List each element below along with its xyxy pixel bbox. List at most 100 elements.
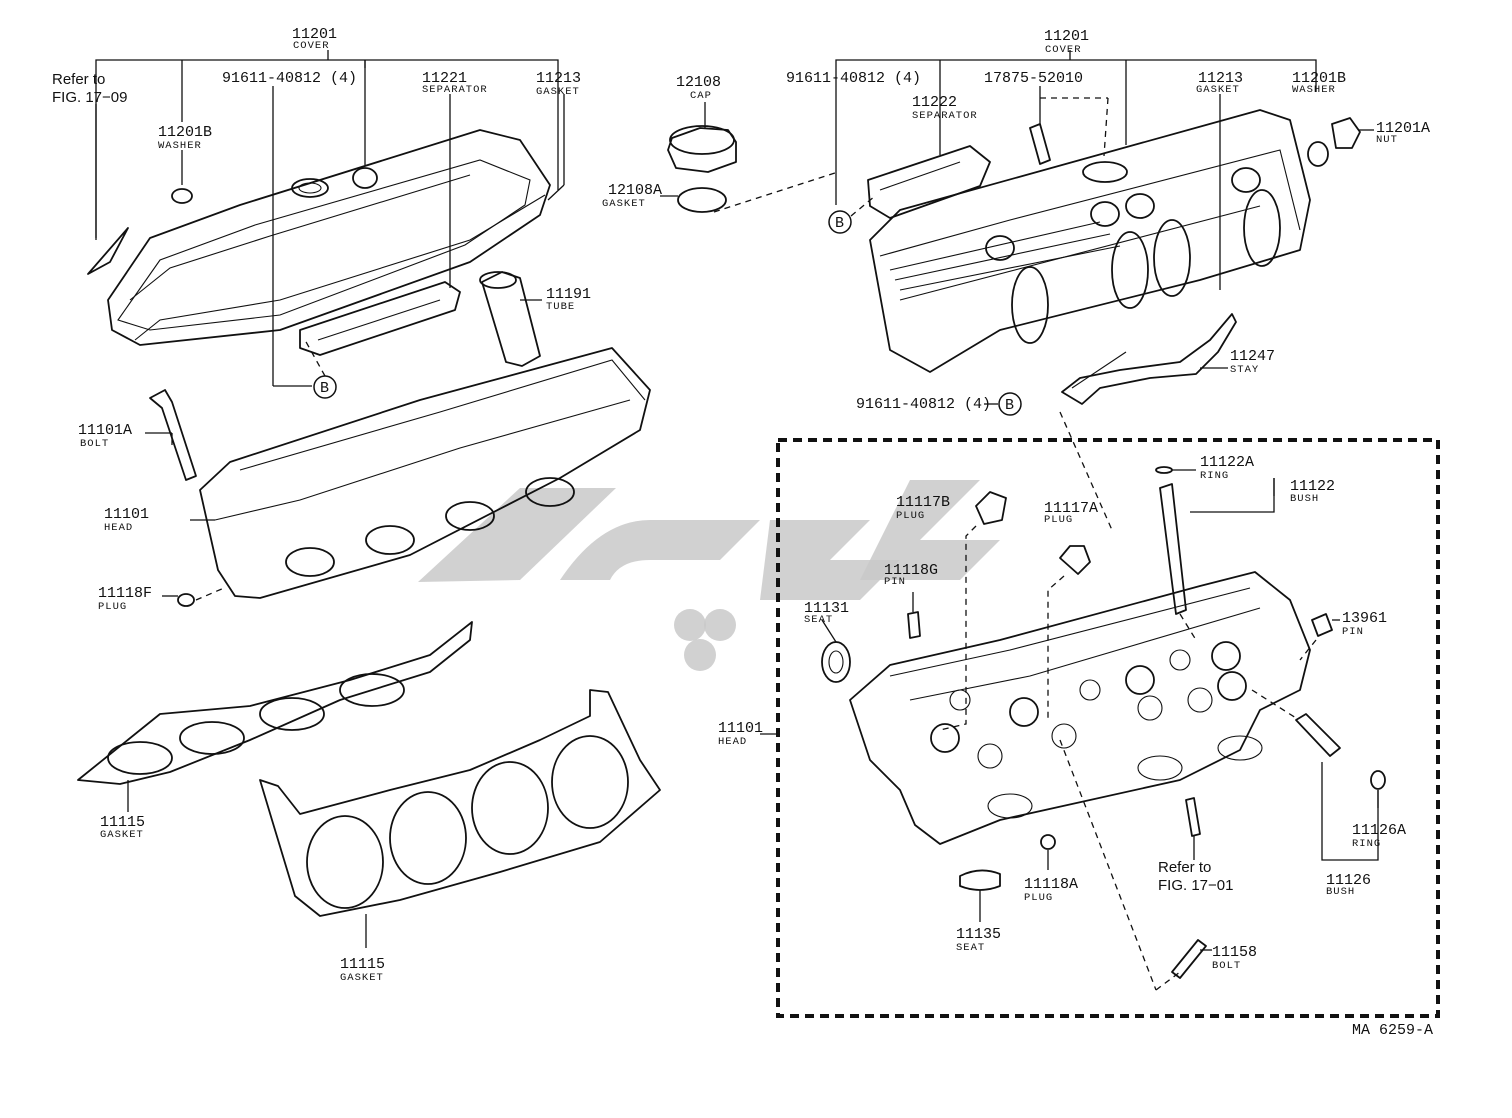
label-num: 17875-52010 — [984, 70, 1083, 87]
label-name: GASKET — [602, 198, 646, 210]
label-num: 11201B — [158, 124, 212, 141]
label-num: 11122A — [1200, 454, 1254, 471]
b-marker: B — [1005, 397, 1014, 414]
head-gasket-a — [77, 621, 473, 785]
valve-cover-left — [107, 129, 551, 346]
plug-11117a — [1059, 545, 1091, 575]
label-num: 91611-40812 (4) — [856, 396, 991, 413]
label-num: 11158 — [1212, 944, 1257, 961]
label-num: 12108A — [608, 182, 662, 199]
label-name: COVER — [293, 40, 330, 52]
label-name: PLUG — [1044, 514, 1073, 526]
labels: 11201 COVER Refer to FIG. 17−09 91611-40… — [52, 26, 1433, 1039]
seat-11131 — [821, 641, 851, 683]
label-name: RING — [1352, 838, 1381, 850]
right-cover-assembly — [828, 50, 1374, 531]
label-num: 11115 — [340, 956, 385, 973]
label-name: GASKET — [340, 972, 384, 984]
label-num: 11122 — [1290, 478, 1335, 495]
label-num: 11126A — [1352, 822, 1406, 839]
label-name: NUT — [1376, 134, 1398, 146]
label-name: HEAD — [718, 736, 747, 748]
label-num: 11191 — [546, 286, 591, 303]
label-num: 11213 — [1198, 70, 1243, 87]
head-gasket-b — [259, 689, 661, 917]
label-name: PLUG — [896, 510, 925, 522]
label-name: BUSH — [1326, 886, 1355, 898]
label-name: GASKET — [1196, 84, 1240, 96]
label-name: PIN — [1342, 626, 1364, 638]
washer-right — [1307, 141, 1329, 167]
label-num: 11222 — [912, 94, 957, 111]
left-head-assembly — [145, 347, 651, 607]
label-num: 11201B — [1292, 70, 1346, 87]
label-num: 13961 — [1342, 610, 1387, 627]
label-num: 11101 — [104, 506, 149, 523]
label-name: COVER — [1045, 44, 1082, 56]
b-marker: B — [835, 215, 844, 232]
label-name: STAY — [1230, 364, 1259, 376]
label-num: 12108 — [676, 74, 721, 91]
label-num: 91611-40812 (4) — [786, 70, 921, 87]
label-num: 11118G — [884, 562, 938, 579]
label-name: SEAT — [956, 942, 985, 954]
label-name: PLUG — [1024, 892, 1053, 904]
stay — [1061, 313, 1237, 405]
label-num: 11117A — [1044, 500, 1098, 517]
label-num: 11201 — [292, 26, 337, 43]
label-num: 11135 — [956, 926, 1001, 943]
detail-frame — [776, 438, 1440, 1018]
label-num: 11115 — [100, 814, 145, 831]
watermark-logo — [418, 480, 1000, 671]
label-name: SEPARATOR — [912, 110, 978, 122]
refer-text: Refer to — [1158, 859, 1211, 876]
detail-head-assembly — [760, 466, 1386, 991]
plug-11118a — [1040, 834, 1056, 850]
label-name: BUSH — [1290, 493, 1319, 505]
label-name: GASKET — [100, 829, 144, 841]
label-num: 11201 — [1044, 28, 1089, 45]
label-name: PLUG — [98, 601, 127, 613]
label-name: BOLT — [80, 438, 109, 450]
cylinder-head-left — [199, 347, 651, 599]
label-num: 11221 — [422, 70, 467, 87]
cap-gasket — [677, 187, 727, 213]
separator-right — [867, 145, 991, 219]
plug-left — [177, 593, 195, 607]
label-num: 11201A — [1376, 120, 1430, 137]
label-num: 11101A — [78, 422, 132, 439]
label-num: 91611-40812 (4) — [222, 70, 357, 87]
bush-11126 — [1295, 713, 1341, 757]
figure-code: MA 6259-A — [1352, 1022, 1433, 1039]
plug-11117b — [975, 491, 1007, 525]
refer-text: FIG. 17−09 — [52, 89, 127, 106]
oil-filler-cap — [667, 127, 737, 173]
label-num: 11117B — [896, 494, 950, 511]
label-num: 11247 — [1230, 348, 1275, 365]
pin-11118g — [907, 611, 921, 639]
nut-right — [1331, 117, 1361, 149]
label-name: SEAT — [804, 614, 833, 626]
label-num: 11118F — [98, 585, 152, 602]
label-name: HEAD — [104, 522, 133, 534]
label-num: 11118A — [1024, 876, 1078, 893]
separator-left — [299, 281, 461, 356]
valve-cover-right — [869, 109, 1311, 373]
cylinder-head-right — [849, 571, 1311, 845]
refer-text: FIG. 17−01 — [1158, 877, 1233, 894]
label-name: SEPARATOR — [422, 84, 488, 96]
left-gaskets — [77, 621, 661, 948]
pin-13961 — [1311, 613, 1333, 637]
left-cover-assembly — [87, 50, 565, 399]
label-name: PIN — [884, 576, 906, 588]
label-num: 11213 — [536, 70, 581, 87]
label-name: BOLT — [1212, 960, 1241, 972]
label-name: GASKET — [536, 86, 580, 98]
label-name: TUBE — [546, 301, 575, 313]
label-num: 11101 — [718, 720, 763, 737]
bush-11122 — [1159, 483, 1187, 615]
refer-text: Refer to — [52, 71, 105, 88]
b-marker: B — [320, 380, 329, 397]
label-num: 11126 — [1326, 872, 1371, 889]
